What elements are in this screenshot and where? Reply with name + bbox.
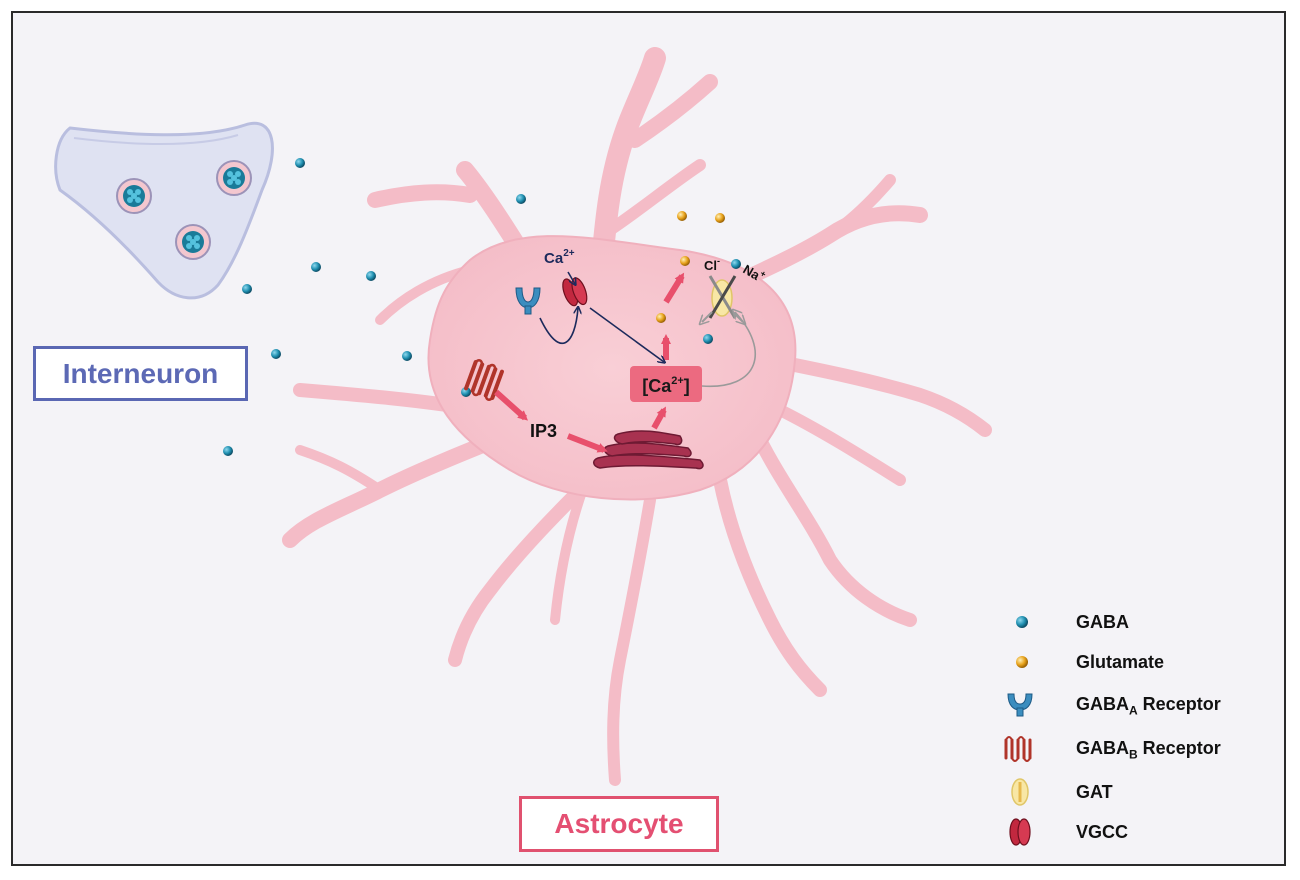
calcium-to-gat-arrow <box>701 312 757 387</box>
ca-entry-arrow <box>567 271 575 284</box>
gaba-molecule <box>461 387 471 397</box>
legend-label-gaba-b: GABAB Receptor <box>1076 738 1221 762</box>
gaba-molecule <box>295 158 305 168</box>
gaba-molecule <box>703 334 713 344</box>
legend-label-gaba-a: GABAA Receptor <box>1076 694 1221 718</box>
legend-item-vgcc: VGCC <box>1000 814 1280 850</box>
glutamate-molecule <box>680 256 690 266</box>
legend-item-gaba-a-receptor: GABAA Receptor <box>1000 686 1280 722</box>
gaba-molecule <box>516 194 526 204</box>
ip3-label: IP3 <box>530 421 557 441</box>
gaba-molecule <box>366 271 376 281</box>
glutamate-molecule <box>677 211 687 221</box>
glutamate-molecule <box>715 213 725 223</box>
gaba-molecule <box>223 446 233 456</box>
legend-label-gaba: GABA <box>1076 612 1129 632</box>
calcium-box <box>630 366 702 402</box>
legend-label-gat: GAT <box>1076 782 1113 802</box>
glutamate-molecule-icon <box>1016 656 1028 668</box>
glutamate-molecule <box>656 313 666 323</box>
endoplasmic-reticulum <box>593 430 704 470</box>
vgcc-channel-icon <box>1009 818 1031 846</box>
calcium-box-label: [Ca2+] <box>642 375 690 396</box>
gaba-molecule-icon <box>1016 616 1028 628</box>
legend-item-gaba: GABA <box>1000 604 1280 640</box>
astrocyte-label: Astrocyte <box>519 796 719 852</box>
ip3-to-er-arrow <box>566 433 608 453</box>
glutamate-release-arrow <box>663 272 685 304</box>
er-to-calcium-arrow <box>651 406 667 430</box>
gabaa-to-vgcc-arrow <box>539 308 578 345</box>
gaba-molecule <box>311 262 321 272</box>
gaba-molecule <box>242 284 252 294</box>
gaba-molecule <box>271 349 281 359</box>
gaba-b-receptor <box>464 359 504 401</box>
legend: GABA Glutamate GABAA Receptor GABAB Rece… <box>1000 600 1280 855</box>
gaba-a-receptor-icon <box>1007 693 1033 717</box>
gaba-b-receptor-icon <box>1004 736 1032 762</box>
gabab-to-ip3-arrow <box>493 389 528 421</box>
legend-item-glutamate: Glutamate <box>1000 644 1280 680</box>
vgcc-to-calcium-arrow <box>589 307 664 362</box>
legend-label-glutamate: Glutamate <box>1076 652 1165 672</box>
legend-item-gaba-b-receptor: GABAB Receptor <box>1000 730 1280 766</box>
gaba-molecule <box>731 259 741 269</box>
calcium-influx-label: Ca2+ <box>544 248 575 267</box>
synaptic-vesicle <box>216 160 252 196</box>
gat-transporter <box>702 275 743 322</box>
pathway-arrows <box>493 272 685 453</box>
gaba-molecules <box>223 158 741 456</box>
interneuron-label: Interneuron <box>33 346 248 401</box>
calcium-influx-lines <box>539 271 664 362</box>
glutamate-molecules <box>656 211 725 323</box>
gaba-a-receptor <box>515 287 541 315</box>
synaptic-vesicle <box>175 224 211 260</box>
synaptic-vesicle <box>116 178 152 214</box>
legend-item-gat: GAT <box>1000 774 1280 810</box>
interneuron-terminal <box>54 121 274 300</box>
legend-label-vgcc: VGCC <box>1076 822 1129 842</box>
gaba-molecule <box>402 351 412 361</box>
gat-transporter-icon <box>1011 778 1029 806</box>
chloride-label: Cl- <box>704 256 720 273</box>
